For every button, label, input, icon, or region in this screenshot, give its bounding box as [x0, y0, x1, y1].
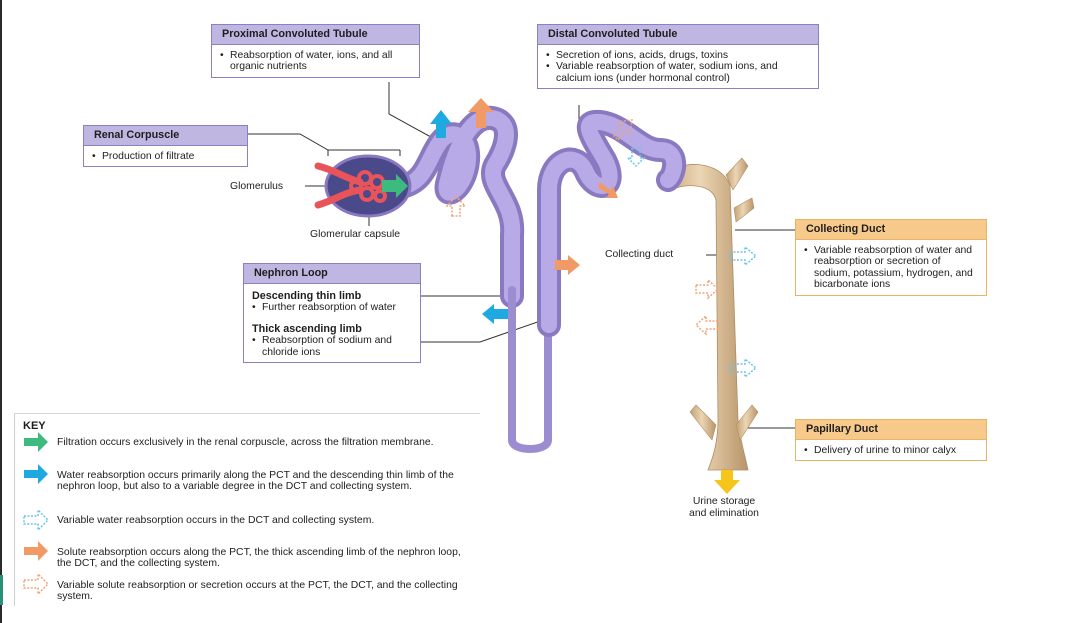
renal-corpuscle-info-box: Renal Corpuscle • Production of filtrate	[83, 125, 248, 167]
pct-solute-arrow	[468, 98, 494, 128]
window-edge-accent	[0, 575, 3, 605]
papillary-duct-bullet: Delivery of urine to minor calyx	[814, 444, 957, 456]
nephron-tubule-shape	[393, 105, 687, 453]
loop-water-arrow	[482, 304, 508, 324]
descending-limb-bullet: Further reabsorption of water	[262, 302, 396, 313]
glomerulus-label: Glomerulus	[230, 181, 284, 192]
urine-label-line2: and elimination	[689, 507, 759, 519]
collecting-duct-bullet: Variable reabsorption of water and reabs…	[814, 244, 973, 291]
renal-corpuscle-shape	[314, 154, 412, 218]
pct-variable-solute-arrow	[445, 194, 467, 217]
key-title: KEY	[23, 420, 46, 432]
filtration-arrow	[382, 174, 408, 198]
ascending-limb-subtitle: Thick ascending limb	[252, 322, 362, 335]
pct-bullet: Reabsorption of water, ions, and all org…	[230, 49, 393, 73]
bullet-dot: •	[546, 49, 550, 61]
key-text: Water reabsorption occurs primarily alon…	[57, 470, 454, 493]
dct-bullet-1: Secretion of ions, acids, drugs, toxins	[556, 49, 729, 61]
papillary-duct-info-box: Papillary Duct • Delivery of urine to min…	[795, 419, 987, 461]
key-item-water: Water reabsorption occurs primarily alon…	[23, 470, 467, 493]
renal-corpuscle-bracket	[327, 150, 401, 156]
key-item-variable-water: Variable water reabsorption occurs in th…	[23, 515, 467, 526]
collecting-duct-title: Collecting Duct	[796, 220, 986, 240]
cd-variable-water-arrow-2	[729, 357, 758, 379]
ascending-limb-bullet: Reabsorption of sodium and chloride ions	[262, 335, 392, 358]
window-left-edge	[0, 0, 2, 623]
key-item-variable-solute: Variable solute reabsorption or secretio…	[23, 580, 467, 603]
dct-variable-solute-arrow	[612, 119, 633, 142]
pct-water-arrow	[430, 110, 452, 138]
cd-variable-solute-arrow-2	[694, 314, 719, 336]
dct-info-box: Distal Convoluted Tubule • Secretion of i…	[537, 24, 819, 89]
dct-bullet-2: Variable reabsorption of water, sodium i…	[556, 61, 778, 84]
leader-lines	[248, 82, 795, 429]
ascending-limb-leader	[400, 317, 550, 343]
key-icon-variable-solute	[23, 572, 50, 596]
pct-info-box: Proximal Convoluted Tubule • Reabsorption…	[211, 24, 420, 78]
renal-corpuscle-leader	[248, 133, 400, 151]
bullet-dot: •	[252, 302, 256, 313]
collecting-duct-info-box: Collecting Duct • Variable reabsorption o…	[795, 219, 987, 296]
urine-label: Urine storage and elimination	[676, 496, 772, 519]
dct-title: Distal Convoluted Tubule	[538, 25, 818, 45]
collecting-duct-label: Collecting duct	[605, 249, 674, 260]
key-icons	[23, 432, 50, 596]
cd-variable-water-arrow-1	[729, 245, 758, 267]
key-icon-variable-water	[23, 508, 50, 532]
nephron-loop-info-box: Nephron Loop Descending thin limb • Furth…	[243, 263, 421, 363]
pct-leader	[388, 82, 441, 143]
key-item-filtration: Filtration occurs exclusively in the ren…	[23, 437, 467, 448]
bullet-dot: •	[804, 244, 808, 256]
urine-flow-arrow	[714, 470, 740, 494]
renal-corpuscle-bullet: Production of filtrate	[102, 150, 195, 162]
glomerular-capsule-label: Glomerular capsule	[310, 229, 401, 240]
papillary-duct-title: Papillary Duct	[796, 420, 986, 440]
key-text: Variable water reabsorption occurs in th…	[57, 515, 375, 526]
descending-limb-subtitle: Descending thin limb	[252, 289, 362, 302]
loop-solute-arrow	[555, 255, 580, 275]
pct-title: Proximal Convoluted Tubule	[212, 25, 419, 45]
nephron-loop-title: Nephron Loop	[244, 264, 420, 284]
key-text: Filtration occurs exclusively in the ren…	[57, 437, 434, 448]
collecting-duct-shape	[659, 157, 759, 471]
key-icon-water	[24, 464, 48, 484]
bullet-dot: •	[220, 49, 224, 61]
bullet-dot: •	[252, 335, 256, 346]
key-text: Variable solute reabsorption or secretio…	[57, 580, 458, 603]
renal-corpuscle-title: Renal Corpuscle	[84, 126, 247, 146]
flow-arrows	[382, 98, 758, 494]
key-icon-solute	[24, 541, 48, 561]
glomerulus-capillaries	[349, 170, 387, 203]
bullet-dot: •	[546, 61, 550, 72]
bullet-dot: •	[92, 150, 96, 162]
dct-variable-water-arrow	[626, 147, 646, 168]
cd-variable-solute-arrow-1	[695, 278, 720, 300]
bullet-dot: •	[804, 444, 808, 456]
dct-solute-arrow	[598, 182, 618, 198]
key-icon-filtration	[24, 432, 48, 452]
key-text: Solute reabsorption occurs along the PCT…	[57, 547, 461, 570]
urine-label-line1: Urine storage	[692, 496, 756, 507]
key-legend: KEY Filtration occurs exclusively in the…	[14, 413, 480, 606]
key-item-solute: Solute reabsorption occurs along the PCT…	[23, 547, 467, 570]
